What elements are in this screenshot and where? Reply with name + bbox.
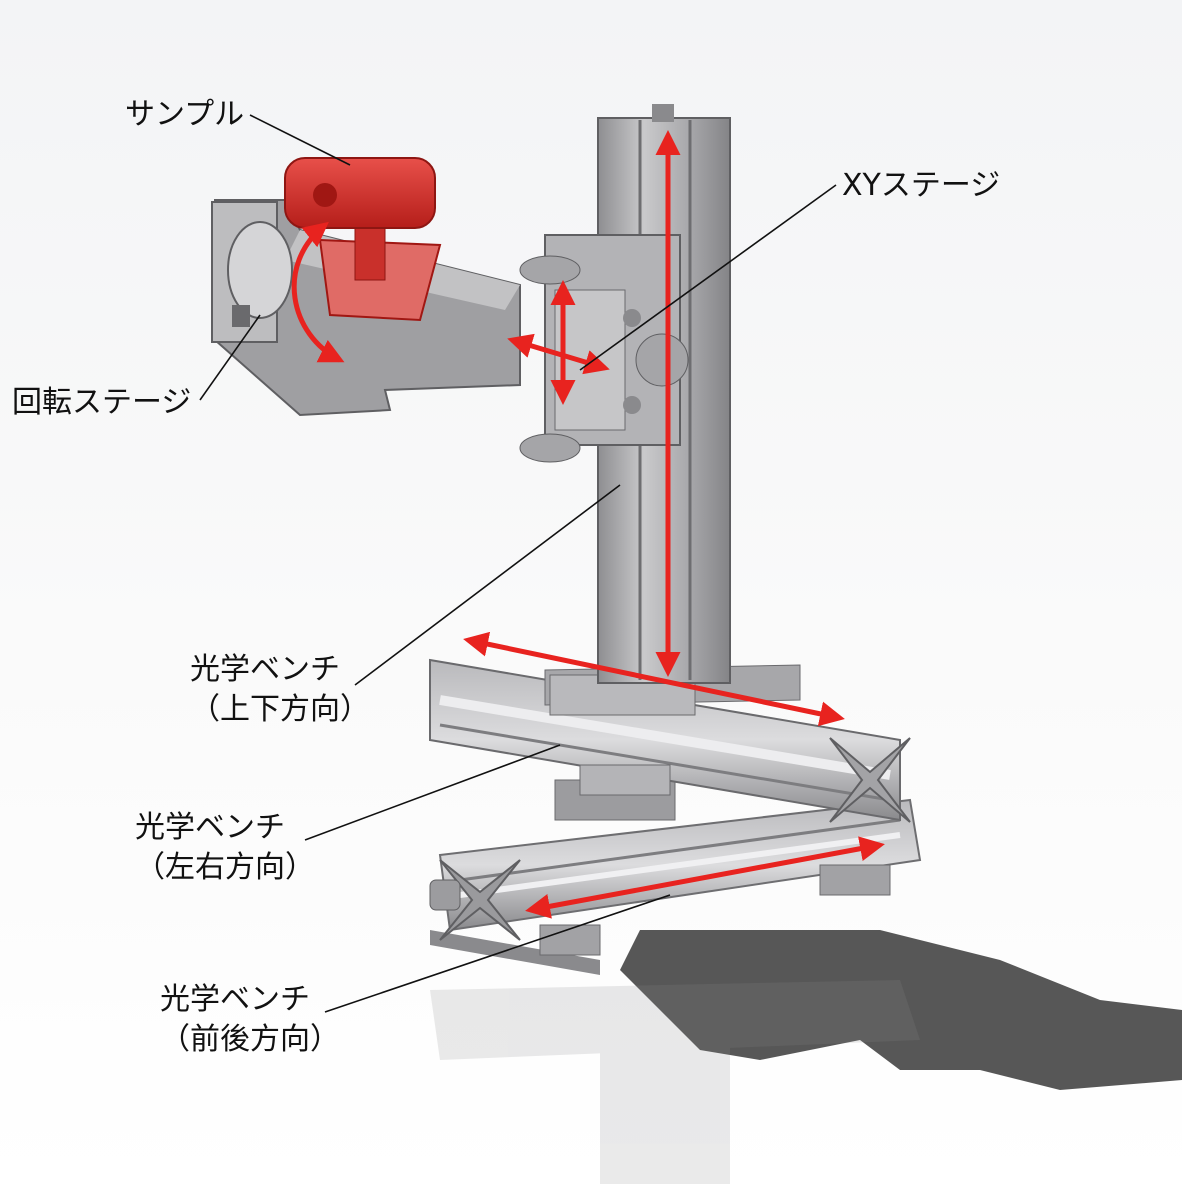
label-bench-lateral-line2: （左右方向） [135, 850, 315, 885]
arrow-depth-bench [525, 836, 885, 919]
sample [284, 157, 442, 322]
leader-xy-stage [579, 184, 837, 371]
leader-bench-depth [324, 894, 671, 1013]
label-bench-vertical: 光学ベンチ （上下方向） [190, 650, 370, 730]
bench-end-cross [439, 859, 521, 941]
leader-bench-vertical [354, 484, 621, 686]
leader-bench-lateral [304, 744, 561, 841]
label-bench-vertical-line1: 光学ベンチ [190, 652, 340, 687]
label-bench-lateral: 光学ベンチ （左右方向） [135, 808, 315, 888]
arrow-rotation [291, 221, 345, 363]
floor-reflection [430, 980, 920, 1184]
leader-sample [249, 114, 351, 166]
leader-lines [199, 114, 837, 1013]
label-bench-lateral-line1: 光学ベンチ [135, 810, 285, 845]
rotation-stage [211, 201, 293, 343]
label-rotation-stage: 回転ステージ [12, 385, 192, 420]
label-bench-depth-line1: 光学ベンチ [160, 982, 310, 1017]
label-bench-depth: 光学ベンチ （前後方向） [160, 980, 340, 1060]
label-bench-vertical-line2: （上下方向） [190, 692, 370, 727]
label-xy-stage: XYステージ [842, 168, 1001, 203]
leader-rotation-stage [199, 314, 261, 401]
bench-end-cross [829, 737, 911, 823]
label-sample: サンプル [125, 97, 245, 132]
floor-shadow [620, 930, 1182, 1090]
arrow-lateral-bench [463, 631, 845, 727]
label-bench-depth-line2: （前後方向） [160, 1022, 340, 1057]
